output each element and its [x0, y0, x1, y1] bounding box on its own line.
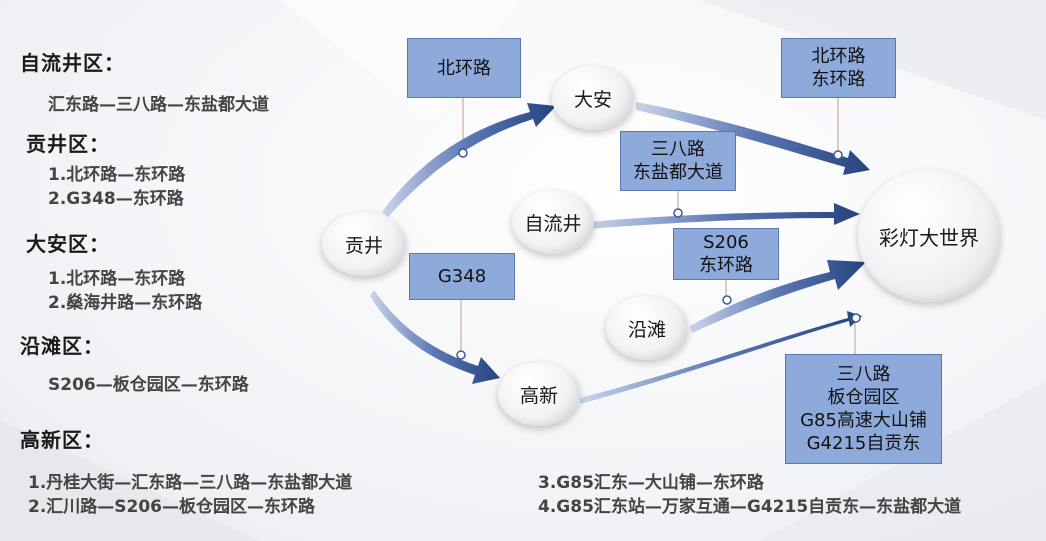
route-ziliujing-1: 汇东路—三八路—东盐都大道 — [48, 95, 269, 115]
district-title-daan: 大安区： — [26, 232, 110, 256]
route-label-text: G85高速大山铺 — [800, 410, 927, 431]
node-yantan: 沿滩 — [606, 296, 688, 360]
node-gongjing: 贡井 — [322, 212, 406, 276]
district-title-gongjing: 贡井区： — [26, 132, 110, 156]
junction-dot-gaoxin — [851, 313, 861, 323]
district-title-ziliujing: 自流井区： — [20, 51, 125, 75]
route-gongjing-2: 2.G348—东环路 — [48, 189, 184, 209]
route-label-beihuanlu: 北环路 — [407, 38, 521, 98]
route-label-text: G4215自贡东 — [806, 433, 921, 454]
route-label-beihuan-donghuan: 北环路 东环路 — [781, 38, 896, 98]
route-gongjing-1: 1.北环路—东环路 — [48, 165, 186, 185]
arrow-gaoxin-to-destination — [580, 311, 862, 404]
district-title-yantan: 沿滩区： — [20, 334, 104, 358]
route-daan-1: 1.北环路—东环路 — [48, 269, 186, 289]
arrow-gongjing-to-daan — [382, 103, 556, 217]
route-label-text: 东盐都大道 — [633, 162, 723, 183]
route-label-s206-donghuan: S206 东环路 — [673, 228, 779, 280]
arrow-daan-to-destination — [636, 102, 870, 175]
route-label-text: 东环路 — [811, 69, 866, 90]
route-gaoxin-1: 1.丹桂大街—汇东路—三八路—东盐都大道 — [28, 473, 353, 493]
route-label-text: 三八路 — [836, 364, 891, 385]
node-daan: 大安 — [552, 66, 634, 130]
route-label-text: 北环路 — [437, 57, 491, 79]
route-gaoxin-3: 3.G85汇东—大山铺—东环路 — [538, 473, 764, 493]
route-label-text: 板仓园区 — [827, 387, 900, 408]
route-label-text: 北环路 — [811, 46, 866, 67]
arrow-gongjing-to-gaoxin — [370, 290, 500, 384]
junction-dot-beihuanlu — [458, 148, 468, 158]
route-label-text: S206 — [703, 232, 749, 253]
route-label-sanba-dongyandu: 三八路 东盐都大道 — [620, 131, 736, 191]
node-ziliujing: 自流井 — [512, 190, 594, 254]
district-title-gaoxin: 高新区： — [20, 428, 104, 452]
junction-dot-sanba — [673, 208, 683, 218]
route-label-text: 三八路 — [651, 139, 705, 160]
route-gaoxin-4: 4.G85汇东站—万家互通—G4215自贡东—东盐都大道 — [538, 497, 962, 517]
junction-dot-s206 — [722, 295, 732, 305]
route-gaoxin-2: 2.汇川路—S206—板仓园区—东环路 — [28, 497, 316, 517]
arrow-ziliujing-to-destination — [588, 203, 860, 229]
route-label-g348: G348 — [409, 253, 515, 300]
junction-dot-beihuan-donghuan — [833, 150, 843, 160]
junction-dot-g348 — [456, 350, 466, 360]
route-label-text: 东环路 — [699, 255, 753, 276]
arrow-yantan-to-destination — [690, 260, 866, 333]
route-label-gaoxin-routes: 三八路 板仓园区 G85高速大山铺 G4215自贡东 — [785, 354, 942, 464]
route-daan-2: 2.燊海井路—东环路 — [48, 293, 203, 313]
route-label-text: G348 — [437, 266, 487, 287]
route-yantan-1: S206—板仓园区—东环路 — [48, 375, 249, 395]
node-gaoxin: 高新 — [498, 362, 580, 426]
node-destination: 彩灯大世界 — [858, 170, 1000, 302]
